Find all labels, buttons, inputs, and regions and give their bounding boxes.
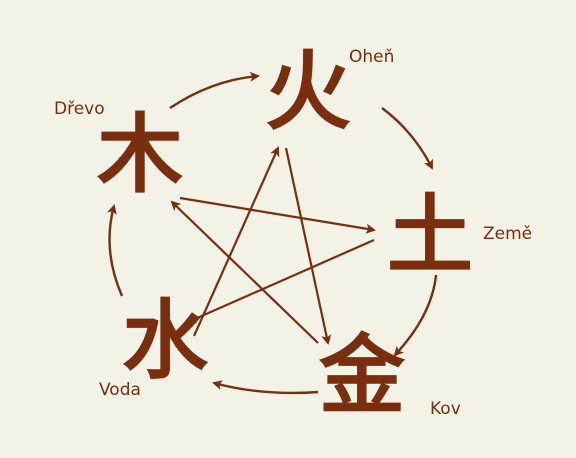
label-fire: Oheň <box>349 47 394 67</box>
glyph-fire: 火 <box>265 41 351 142</box>
element-labels: Oheň Země Kov Voda Dřevo <box>54 47 532 419</box>
arrow-fire-to-earth <box>381 107 434 170</box>
arrow-metal-to-wood <box>170 200 319 344</box>
element-glyphs: 火 土 金 水 木 <box>97 41 473 426</box>
generating-cycle <box>107 71 438 395</box>
label-wood: Dřevo <box>54 99 105 119</box>
arrow-fire-to-metal <box>284 147 332 345</box>
label-water: Voda <box>99 380 141 400</box>
label-earth: Země <box>483 224 532 244</box>
glyph-water: 水 <box>122 290 209 391</box>
label-metal: Kov <box>430 399 461 419</box>
arrow-water-to-wood <box>107 204 124 297</box>
controlling-cycle <box>170 146 376 345</box>
arrow-metal-to-water <box>212 380 319 395</box>
glyph-metal: 金 <box>318 325 406 426</box>
arrow-earth-to-metal <box>393 274 438 357</box>
glyph-wood: 木 <box>97 104 183 205</box>
arrow-earth-to-water <box>186 238 375 324</box>
glyph-earth: 土 <box>387 185 473 286</box>
arrow-water-to-fire <box>192 146 280 337</box>
arrow-wood-to-fire <box>169 71 260 109</box>
arrow-wood-to-earth <box>179 196 376 234</box>
